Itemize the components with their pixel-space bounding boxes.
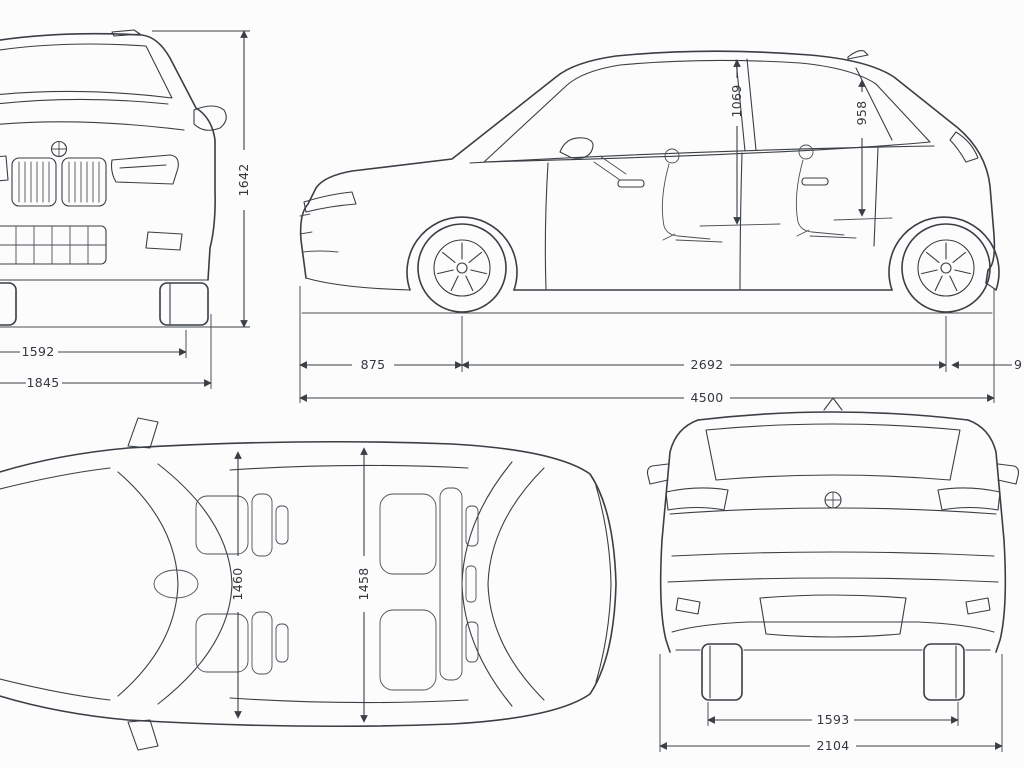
top-rear-bench (379, 487, 479, 691)
rear-antenna-fin (823, 397, 843, 411)
side-mirror (559, 137, 594, 159)
front-fog-intake (145, 231, 183, 251)
rear-body-side-left (659, 419, 699, 653)
front-view (0, 29, 227, 328)
front-hood-line (0, 121, 185, 131)
top-center-console (153, 569, 199, 599)
top-hood-lines (0, 467, 111, 701)
front-mirror (193, 105, 227, 131)
dim-label-overall-width-mirrors: 2104 (816, 738, 849, 753)
rear-view-dimensions: 1593 2104 (659, 654, 1003, 753)
front-headlight-left (0, 155, 9, 182)
front-headlight-right (110, 154, 179, 185)
side-steering-column (593, 155, 627, 181)
rear-reflector-right (965, 597, 991, 615)
front-lower-grille (0, 225, 107, 265)
side-front-wheel-arch (406, 216, 518, 291)
dim-label-track-front: 1592 (21, 344, 54, 359)
side-view (299, 50, 1000, 314)
front-right-tire (159, 282, 209, 326)
front-roof-rail (111, 29, 141, 37)
side-door-handle-rear (801, 177, 829, 186)
bmw-roundel-front (50, 140, 68, 158)
side-beltline (469, 145, 935, 164)
side-view-length-dimensions: 875 2692 9 4500 (299, 286, 1022, 405)
top-rear-window-curve (487, 467, 545, 701)
top-front-seats (153, 493, 289, 675)
top-roof-rear-curve (461, 461, 513, 707)
side-door-seam-front (544, 162, 549, 290)
rear-tailgate-bottom (671, 551, 995, 557)
top-mirror-upper (127, 417, 159, 449)
side-rear-wheel (901, 223, 991, 313)
dim-label-rear-interior-height: 958 (854, 101, 869, 126)
top-mirror-lower (127, 719, 159, 751)
side-taillight (949, 131, 979, 163)
rear-lower-fascia (671, 621, 995, 633)
rear-reflector-left (675, 597, 701, 615)
dim-label-wheelbase: 2692 (690, 357, 723, 372)
front-left-tire (0, 282, 17, 326)
dim-label-front-overhang: 875 (361, 357, 386, 372)
top-view-dimensions: 1460 1458 (230, 447, 371, 723)
front-view-dimensions: 1642 1592 1845 (0, 30, 251, 390)
side-front-wheel (417, 223, 507, 313)
rear-right-tire (923, 643, 965, 701)
front-cowl-line (0, 98, 169, 105)
rear-bumper-top (667, 577, 999, 583)
front-body-side (195, 107, 216, 281)
dim-label-front-cabin-width: 1460 (230, 567, 245, 600)
side-front-seat (661, 148, 723, 243)
top-cowl-curve (117, 471, 179, 697)
side-front-lower-bumper (305, 277, 411, 291)
side-quarter-seam (873, 147, 879, 247)
dim-label-width: 1845 (26, 375, 59, 390)
rear-taillight-left (665, 487, 729, 511)
side-headlight (303, 191, 357, 213)
front-roof-outline (0, 32, 197, 109)
bmw-roundel-rear (824, 491, 842, 509)
front-windshield (0, 43, 173, 99)
top-windshield-top-curve (157, 463, 233, 705)
dim-label-rear-overhang-cut: 9 (1014, 357, 1022, 372)
rear-mirror-left (646, 463, 669, 485)
side-door-seam-rear (739, 152, 743, 290)
rear-body-side-right (967, 419, 1007, 653)
kidney-grille (11, 157, 107, 207)
top-view (0, 417, 617, 751)
rear-roof-line (697, 411, 969, 421)
dim-label-overall-length: 4500 (690, 390, 723, 405)
side-view-interior-dimensions: 1069 958 (729, 59, 869, 225)
dim-label-rear-cabin-width: 1458 (356, 567, 371, 600)
rear-left-tire (701, 643, 743, 701)
top-rear-bumper-line (595, 485, 612, 683)
dim-label-height: 1642 (236, 163, 251, 196)
dim-label-front-interior-height: 1069 (729, 84, 744, 117)
rear-diffuser (759, 594, 907, 638)
side-rear-seat (795, 144, 857, 239)
rear-mirror-right (997, 463, 1020, 485)
side-rear-wheel-arch (888, 216, 1000, 291)
side-glasshouse (483, 59, 931, 163)
side-grille-hint (299, 213, 339, 253)
rear-view (646, 397, 1020, 701)
side-door-handle-front (617, 179, 645, 188)
side-floor-lines (699, 217, 893, 227)
rear-window (705, 423, 961, 481)
top-roof-side-edges (229, 464, 469, 704)
side-body-outline (299, 50, 996, 284)
rear-taillight-right (937, 487, 1001, 511)
side-roof-antenna (847, 50, 869, 60)
top-body-outline (0, 440, 617, 728)
dim-label-rear-track: 1593 (816, 712, 849, 727)
